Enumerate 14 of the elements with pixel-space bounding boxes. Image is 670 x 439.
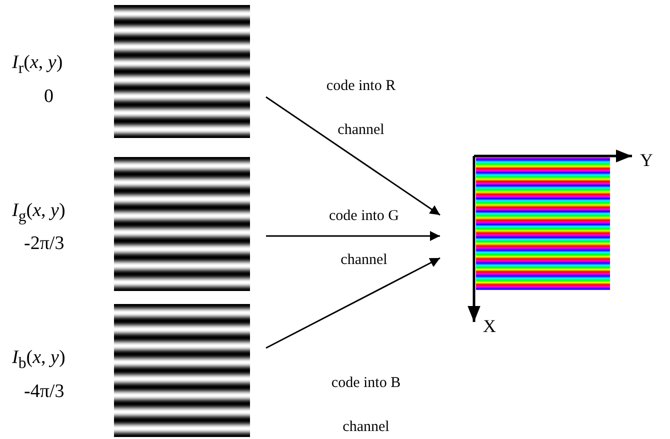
axis-label: X bbox=[483, 316, 496, 337]
arrow bbox=[266, 231, 440, 241]
phase-label: -4π/3 bbox=[24, 381, 64, 403]
intensity-label: I$_{b}$(x, y) bbox=[12, 347, 66, 373]
edge-label: code into G channel bbox=[328, 207, 400, 270]
phase-label: 0 bbox=[44, 86, 54, 108]
edge-label: code into B channel bbox=[330, 374, 402, 437]
intensity-label: I$_{g}$(x, y) bbox=[12, 200, 66, 226]
arrow bbox=[266, 96, 440, 216]
edge-label: code into R channel bbox=[325, 77, 397, 140]
axis-label: Y bbox=[640, 150, 653, 171]
intensity-label: I$_{r}$(x, y) bbox=[12, 52, 63, 78]
phase-label: -2π/3 bbox=[24, 233, 64, 255]
arrow bbox=[266, 257, 440, 349]
